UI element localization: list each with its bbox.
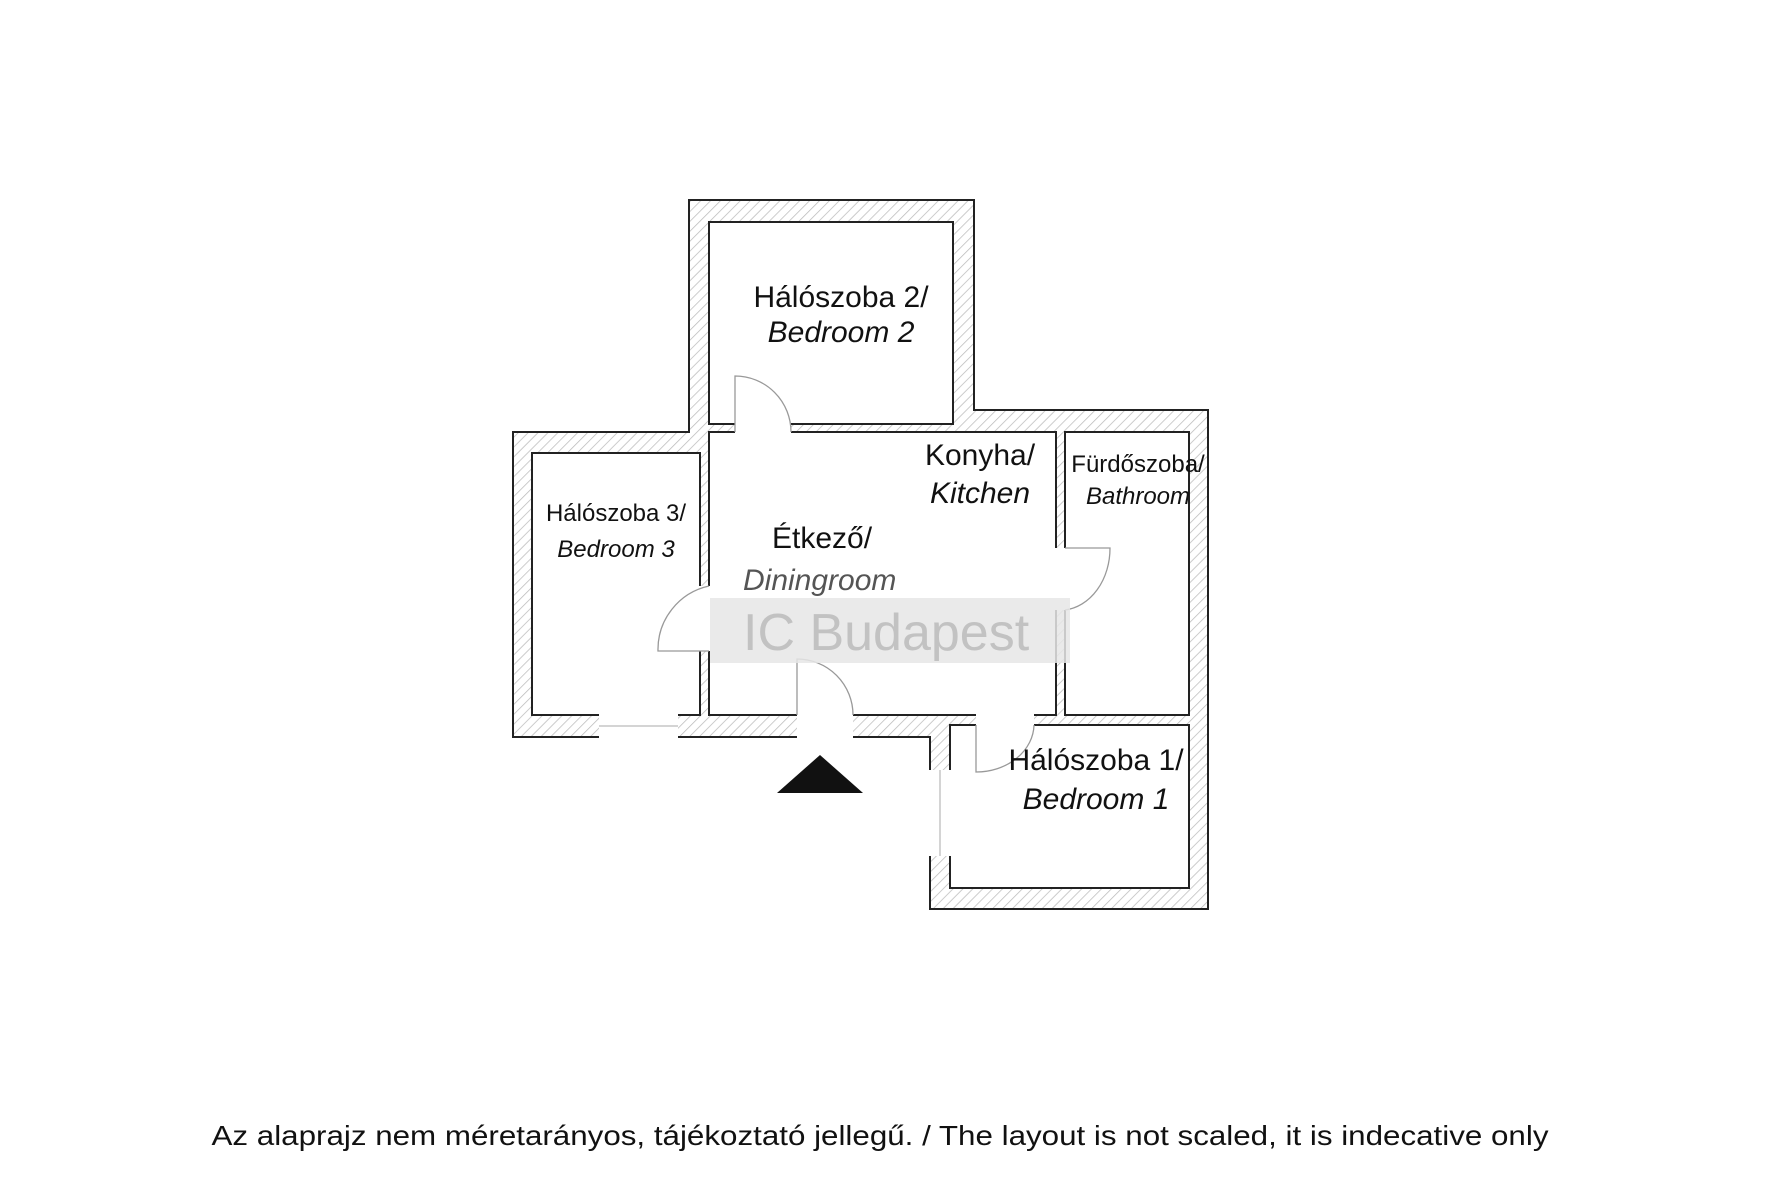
label-bedroom3-hu: Hálószoba 3/ (546, 500, 686, 527)
disclaimer-footer: Az alaprajz nem méretarányos, tájékoztat… (212, 1120, 1549, 1151)
entrance-arrow-icon (777, 755, 863, 793)
room-dining-kitchen (708, 431, 1057, 716)
watermark-text: IC Budapest (743, 604, 1030, 662)
label-bedroom3-en: Bedroom 3 (557, 536, 675, 563)
label-bedroom2-hu: Hálószoba 2/ (753, 281, 929, 314)
door-bathroom (1064, 547, 1111, 611)
door-gap-bathroom (1055, 548, 1066, 610)
watermark-box (710, 598, 1070, 663)
label-dining-en: Diningroom (743, 564, 896, 597)
label-bedroom1-en: Bedroom 1 (1023, 783, 1170, 816)
label-kitchen-hu: Konyha/ (925, 439, 1036, 472)
label-bedroom2-en: Bedroom 2 (768, 316, 915, 349)
room-bedroom2 (708, 221, 954, 425)
label-bathroom-en: Bathroom (1086, 483, 1190, 510)
door-bedroom2 (734, 375, 792, 433)
room-bedroom3 (531, 452, 701, 716)
label-kitchen-en: Kitchen (930, 477, 1030, 510)
door-gap-bedroom3 (699, 586, 710, 651)
entrance-door-gap (797, 714, 853, 738)
door-bedroom1 (975, 724, 1035, 773)
label-dining-hu: Étkező/ (772, 522, 873, 555)
label-bathroom-hu: Fürdőszoba/ (1071, 451, 1205, 478)
door-gap-bedroom2 (735, 423, 791, 434)
door-gap-bedroom1 (976, 714, 1034, 726)
label-bedroom1-hu: Hálószoba 1/ (1008, 744, 1184, 777)
door-bedroom3 (657, 585, 710, 652)
